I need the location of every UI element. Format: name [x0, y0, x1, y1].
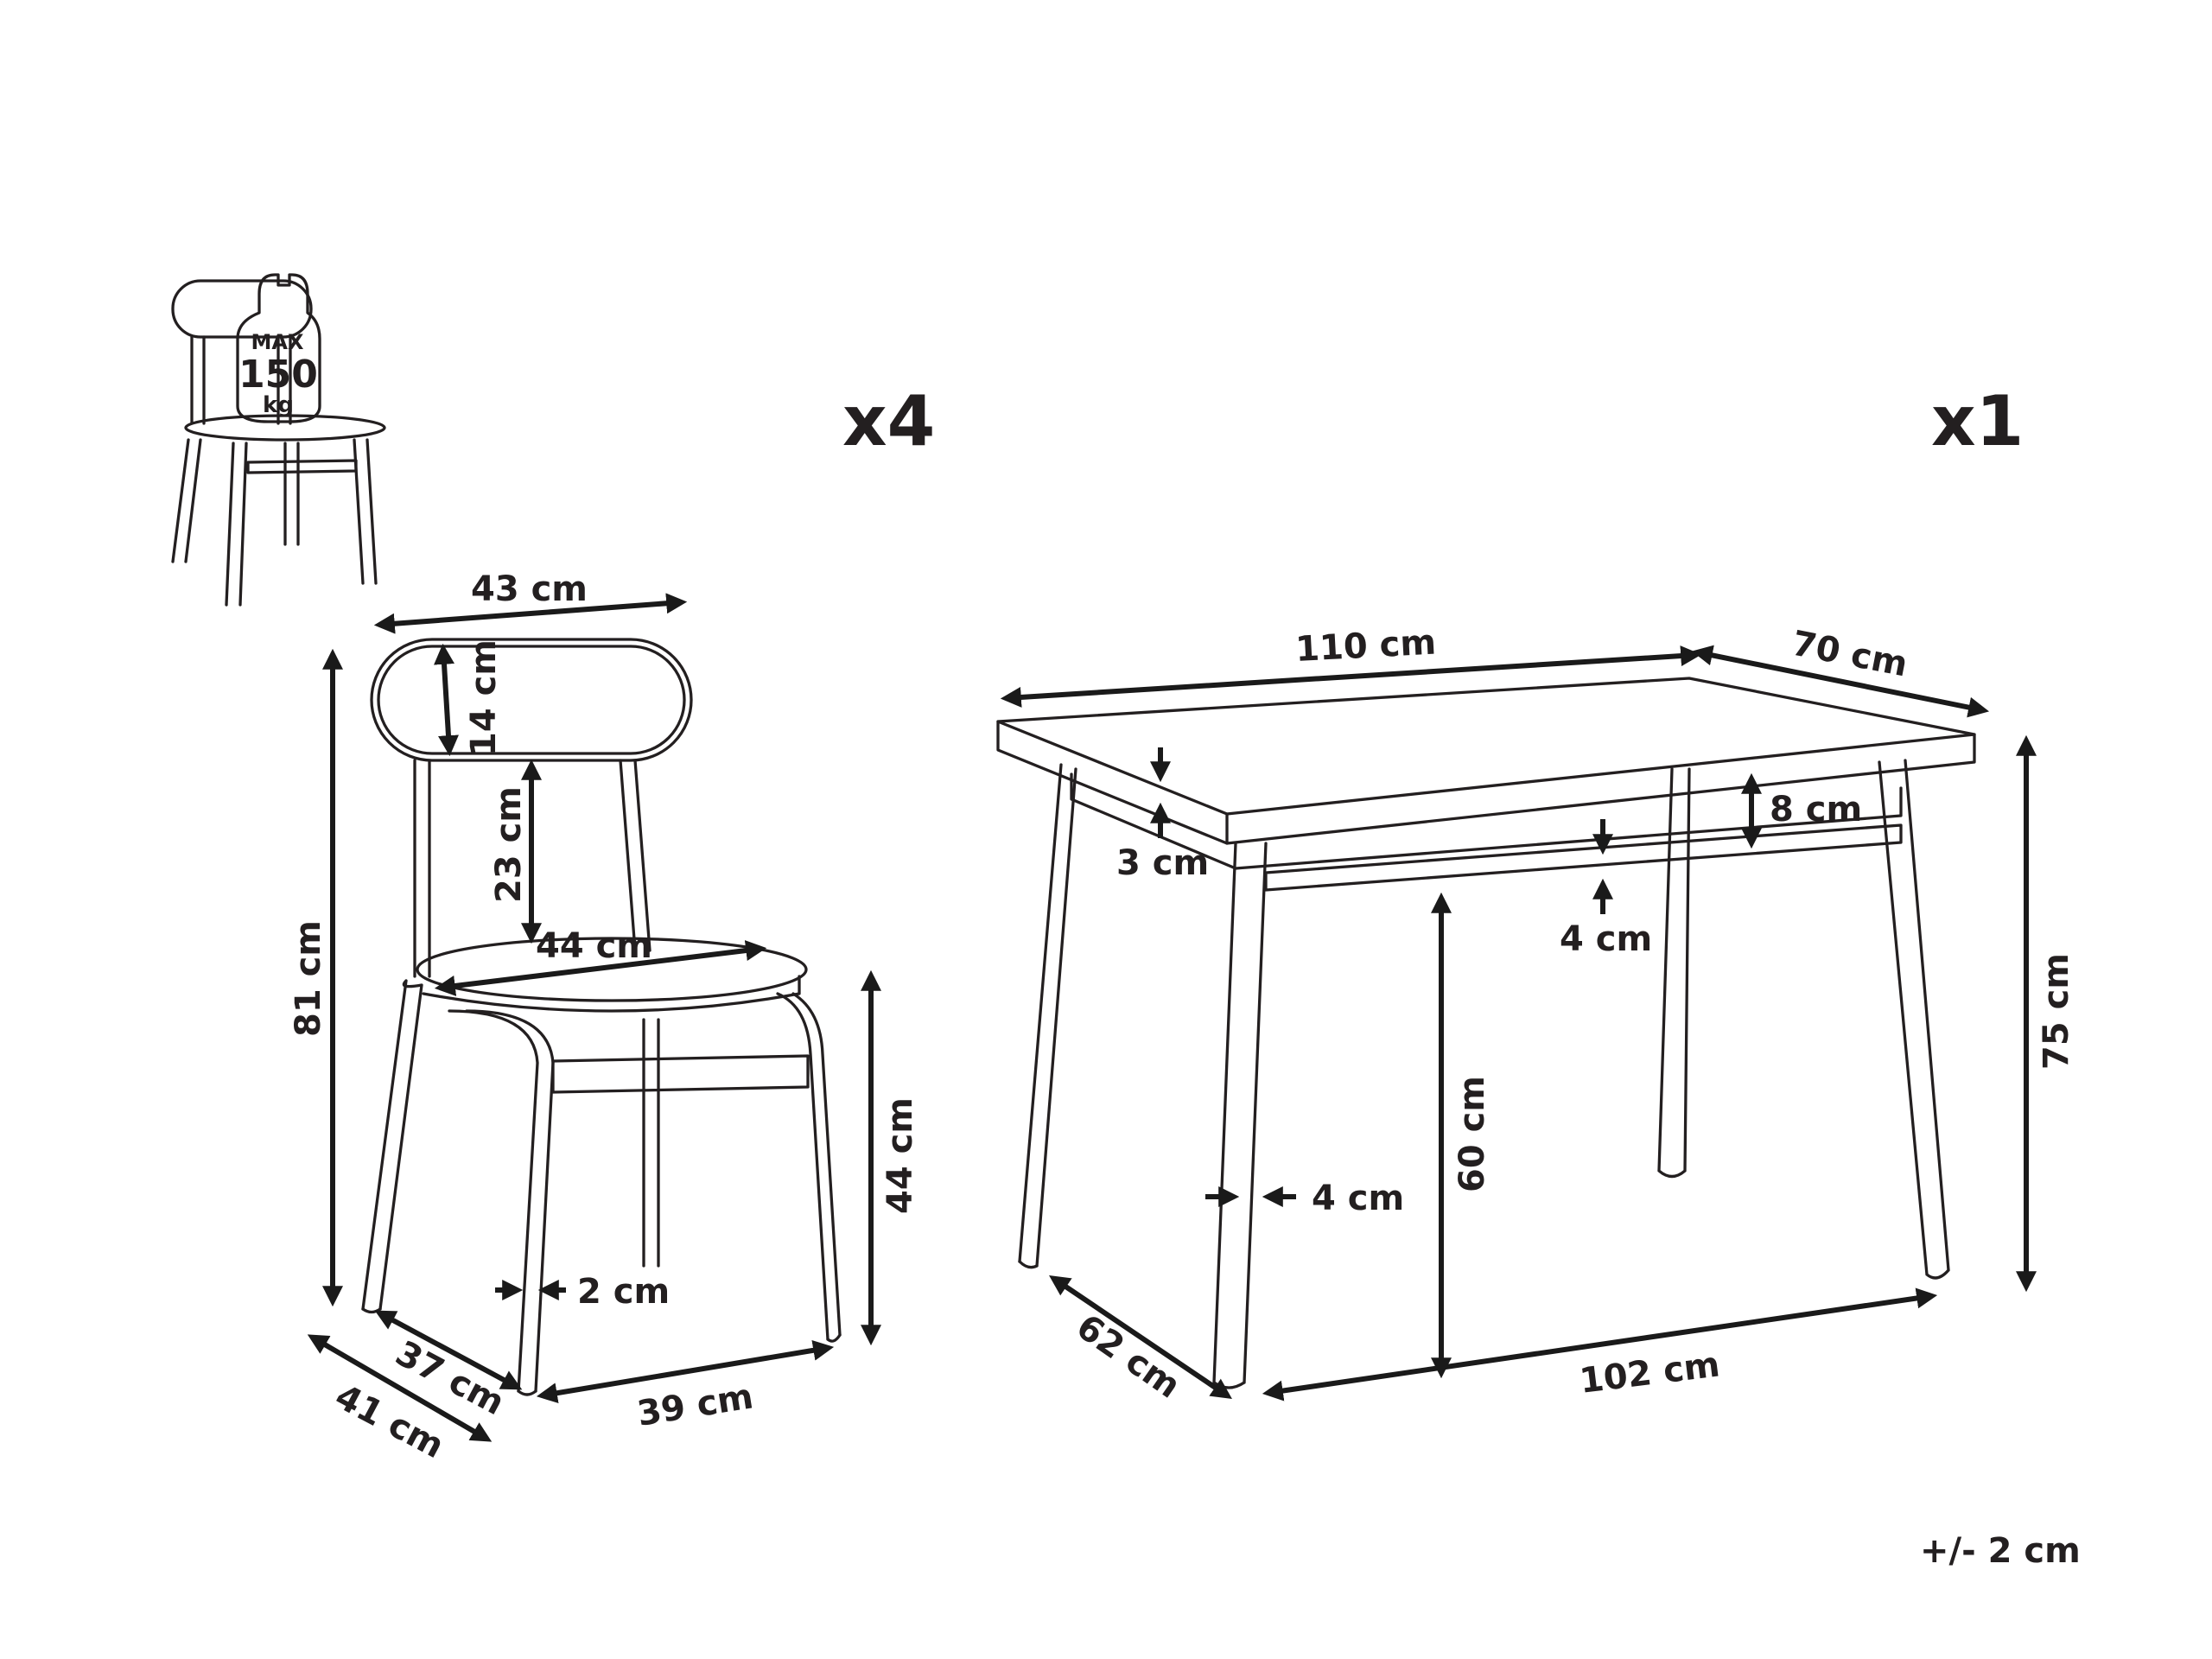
chair-front-width-dimension: 39 cm	[536, 1339, 835, 1434]
chair-front-width-label: 39 cm	[634, 1376, 756, 1434]
tolerance-note: +/- 2 cm	[1920, 1531, 2081, 1571]
table-apron-height-label: 8 cm	[1770, 790, 1862, 830]
chair-seat-diameter-label: 44 cm	[536, 926, 652, 966]
chair-total-height-dimension: 81 cm	[289, 648, 343, 1307]
chair-width-dimension: 43 cm	[373, 569, 688, 634]
chair-back-gap-dimension: 23 cm	[489, 759, 542, 944]
chair-leg-thickness-label: 2 cm	[577, 1272, 670, 1312]
max-load-illustration: MAX 150 kg	[171, 273, 386, 607]
chair-leg-thickness-dimension: 2 cm	[495, 1272, 670, 1312]
table-leg-span-dimension: 102 cm	[1262, 1287, 1938, 1402]
table-height-label: 75 cm	[2037, 953, 2076, 1070]
small-chair-icon	[171, 279, 386, 607]
weight-bag-icon: MAX 150 kg	[236, 273, 321, 423]
max-load-value: 150	[238, 353, 318, 397]
table-apron-height-dimension: 8 cm	[1741, 772, 1862, 849]
max-label: MAX	[251, 330, 304, 354]
table-drawing	[996, 677, 1976, 1389]
chair-count: x4	[842, 381, 935, 461]
chair-seat-diameter-dimension: 44 cm	[434, 926, 767, 996]
table-leg-thickness-dimension: 4 cm	[1205, 1179, 1404, 1218]
chair-backrest-dimension: 14 cm	[434, 639, 504, 757]
chair-back-gap-label: 23 cm	[489, 786, 529, 903]
table-top-thickness-label: 3 cm	[1116, 843, 1209, 883]
max-load-unit: kg	[263, 392, 294, 418]
table-top-thickness-dimension: 3 cm	[1116, 747, 1209, 883]
chair-total-height-label: 81 cm	[289, 920, 328, 1037]
table-width-dimension: 70 cm	[1691, 624, 1990, 718]
table-clearance-label: 60 cm	[1452, 1076, 1492, 1192]
table-clearance-dimension: 60 cm	[1431, 892, 1492, 1379]
table-count: x1	[1931, 381, 2024, 461]
table-leg-depth-dimension: 62 cm	[1049, 1274, 1232, 1407]
chair-backrest-label: 14 cm	[464, 639, 504, 756]
table-length-dimension: 110 cm	[1000, 623, 1702, 708]
chair-width-label: 43 cm	[471, 569, 588, 609]
table-leg-span-label: 102 cm	[1578, 1344, 1722, 1401]
table-height-dimension: 75 cm	[2016, 734, 2076, 1293]
chair-drawing	[361, 638, 842, 1396]
table-rail-height-label: 4 cm	[1560, 919, 1652, 959]
chair-seat-height-dimension: 44 cm	[861, 969, 920, 1346]
chair-seat-height-label: 44 cm	[880, 1097, 920, 1214]
table-leg-thickness-label: 4 cm	[1312, 1179, 1404, 1218]
table-rail-height-dimension: 4 cm	[1560, 819, 1652, 959]
table-length-label: 110 cm	[1294, 623, 1437, 670]
